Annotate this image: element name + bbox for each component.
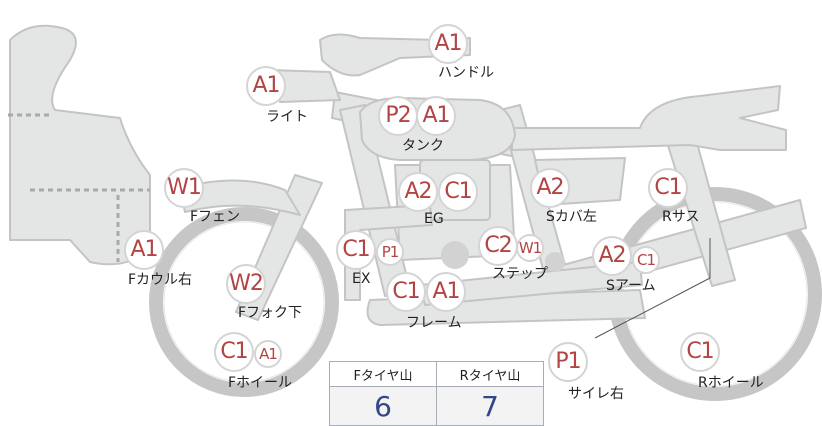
badge-frame-c1: C1 [386,272,426,312]
tire-tread-table: Fタイヤ山 Rタイヤ山 6 7 [329,361,544,426]
label-rwheel: Rホイール [698,375,764,391]
badge-rwheel-c1: C1 [680,332,720,372]
badge-ffork-w2: W2 [226,264,266,304]
label-light: ライト [266,109,308,125]
header-front-tire: Fタイヤ山 [329,361,437,387]
badge-rsus-c1: C1 [648,168,688,208]
front-wheel [149,207,339,397]
badge-siren-p1: P1 [548,342,588,382]
badge-fwheel-a1: A1 [254,340,282,368]
table-header-row: Fタイヤ山 Rタイヤ山 [329,361,544,387]
table-row: 6 7 [329,386,544,426]
header-rear-tire: Rタイヤ山 [436,361,544,387]
badge-sarm-c1: C1 [632,246,660,274]
label-ex: EX [352,271,371,287]
label-fcowl: Fカウル右 [128,272,193,288]
label-sarm: Sアーム [606,278,656,294]
badge-eg-a2: A2 [398,172,438,212]
label-eg: EG [424,211,444,227]
badge-eg-c1: C1 [438,172,478,212]
label-fwheel: Fホイール [228,375,293,391]
badge-ex-p1: P1 [376,238,404,266]
badge-handle-a1: A1 [428,24,468,64]
label-step: ステップ [492,266,548,282]
label-rsus: Rサス [662,209,700,225]
badge-sarm-a2: A2 [592,236,632,276]
badge-fwheel-c1: C1 [214,332,254,372]
badge-step-w1: W1 [516,234,544,262]
label-ffork: Fフォク下 [238,305,303,321]
badge-tank-p2: P2 [378,96,418,136]
badge-frame-a1: A1 [426,272,466,312]
badge-ffender-w1: W1 [164,168,204,208]
badge-scover-a2: A2 [530,168,570,208]
badge-ex-c1: C1 [336,230,376,270]
label-siren: サイレ右 [568,386,624,402]
badge-fcowl-a1: A1 [124,230,164,270]
rear-seat [511,85,787,151]
label-handle: ハンドル [438,65,494,81]
label-frame: フレーム [406,315,462,331]
label-scover: Sカバ左 [546,209,597,225]
badge-light-a1: A1 [246,66,286,106]
value-rear-tire: 7 [436,386,544,426]
label-ffender: Fフェン [190,209,241,225]
front-cowl [9,24,151,266]
front-fender [179,179,301,216]
value-front-tire: 6 [329,386,437,426]
badge-step-c2: C2 [478,226,518,266]
badge-tank-a1: A1 [416,96,456,136]
label-tank: タンク [402,138,444,154]
